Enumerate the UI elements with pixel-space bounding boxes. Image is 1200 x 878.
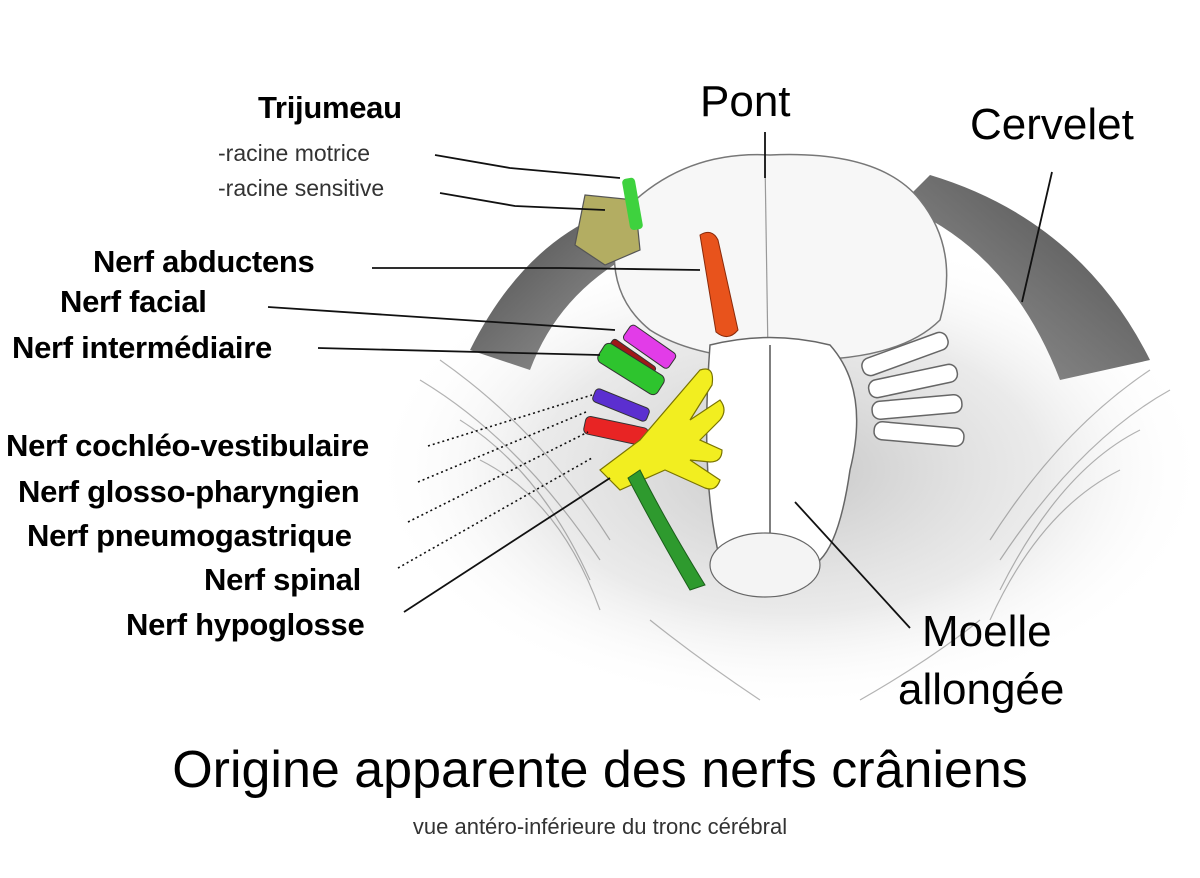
vestibulocochlear-nerve (597, 342, 665, 396)
label-nerf-glosso-pharyngien: Nerf glosso-pharyngien (18, 474, 360, 509)
leader-racine-sensitive (439, 192, 606, 211)
label-nerf-hypoglosse: Nerf hypoglosse (126, 607, 365, 642)
leader-intermediaire (317, 347, 601, 356)
label-racine-sensitive: -racine sensitive (218, 175, 385, 201)
label-moelle-line1: Moelle (922, 607, 1052, 656)
leader-moelle (794, 501, 911, 629)
label-nerf-abductens: Nerf abductens (93, 244, 315, 279)
label-nerf-intermediaire: Nerf intermédiaire (12, 330, 272, 365)
leader-cochleo (427, 394, 593, 447)
label-trijumeau: Trijumeau (258, 90, 402, 125)
dotted-leader-lines (397, 394, 593, 569)
leader-spinal (397, 457, 593, 569)
leader-hypoglosse (403, 477, 611, 613)
medulla-lower-end (709, 532, 821, 598)
label-nerf-facial: Nerf facial (60, 284, 207, 319)
trijumeau-motor-root (622, 177, 643, 231)
medulla-shape (705, 336, 858, 581)
leader-cervelet (1021, 171, 1053, 303)
leader-glosso (417, 411, 587, 483)
abducens-nerve (699, 231, 739, 337)
label-nerf-spinal: Nerf spinal (204, 562, 361, 597)
label-moelle-line2: allongée (898, 665, 1065, 714)
cerebellum-right (900, 175, 1150, 380)
facial-nerve (622, 324, 677, 369)
leader-abductens (372, 267, 701, 271)
diagram-title: Origine apparente des nerfs crâniens (172, 741, 1028, 799)
hypoglossal-nerve (627, 469, 706, 591)
glossopharyngeal-nerve (592, 388, 650, 422)
leader-racine-motrice (434, 154, 621, 179)
leader-facial (267, 306, 616, 331)
leader-lines (267, 132, 1053, 629)
label-nerf-cochleo-vestibulaire: Nerf cochléo-vestibulaire (6, 428, 369, 463)
leader-pneumo (407, 431, 589, 523)
spinal-nerve (599, 368, 725, 491)
label-pont: Pont (700, 77, 791, 126)
right-nerve-roots (861, 331, 965, 447)
pons-midline (764, 159, 769, 356)
label-racine-motrice: -racine motrice (218, 140, 371, 166)
diagram-subtitle: vue antéro-inférieure du tronc cérébral (412, 814, 788, 839)
label-nerf-pneumogastrique: Nerf pneumogastrique (27, 518, 352, 553)
label-cervelet: Cervelet (970, 100, 1134, 149)
pons-shape (613, 153, 948, 361)
